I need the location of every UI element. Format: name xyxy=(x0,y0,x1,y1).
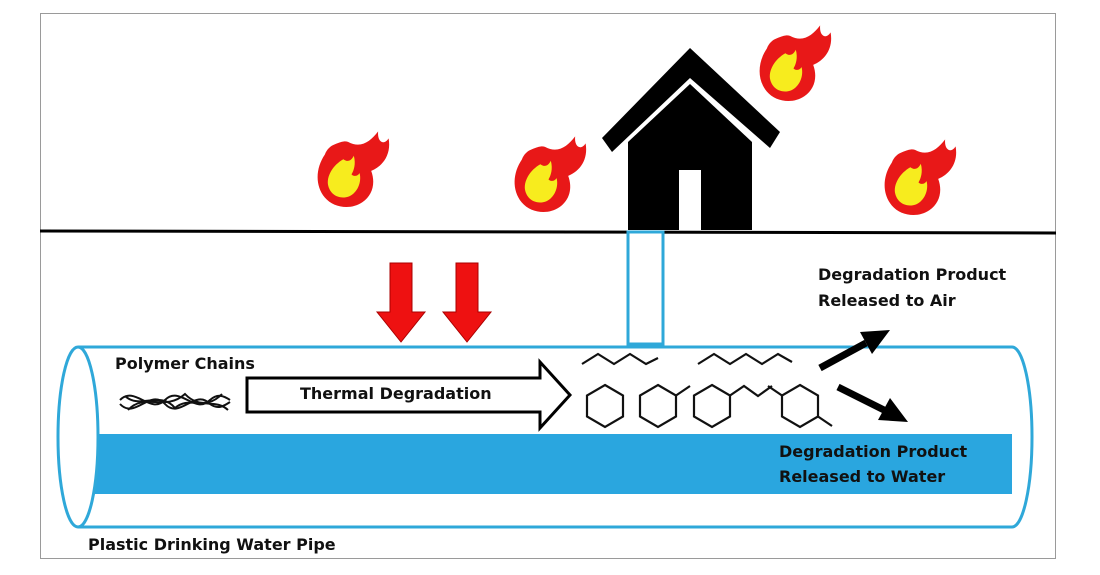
heat-arrow-icon xyxy=(375,262,427,343)
flame-icon xyxy=(759,25,832,102)
methylcyclohexane-icon xyxy=(638,383,691,429)
ground-line xyxy=(39,229,1057,235)
cyclohexane-icon xyxy=(585,383,625,429)
house-icon xyxy=(602,48,780,346)
alkyl-chain-icon xyxy=(581,352,793,366)
flame-icon xyxy=(514,136,587,213)
heat-arrow-icon xyxy=(441,262,493,343)
flame-icon xyxy=(317,131,390,208)
air-release-arrow xyxy=(818,330,890,372)
dimethylcyclohexane-icon xyxy=(767,383,833,429)
water-release-arrow xyxy=(836,383,908,422)
water-release-label-line2: Released to Water xyxy=(779,467,946,486)
water-pipe xyxy=(56,345,1034,529)
polymer-chain-icon xyxy=(119,392,231,411)
diagram-frame xyxy=(40,13,1056,559)
water-release-label-line1: Degradation Product xyxy=(779,442,968,461)
flame-icon xyxy=(884,139,957,216)
propylcyclohexane-icon xyxy=(692,383,773,429)
polymer-chains-label: Polymer Chains xyxy=(115,354,255,373)
air-release-label-line1: Degradation Product xyxy=(818,265,1007,284)
air-release-label-line2: Released to Air xyxy=(818,291,956,310)
thermal-degradation-arrow xyxy=(245,358,573,432)
thermal-degradation-label: Thermal Degradation xyxy=(300,384,492,403)
pipe-caption: Plastic Drinking Water Pipe xyxy=(88,535,336,554)
